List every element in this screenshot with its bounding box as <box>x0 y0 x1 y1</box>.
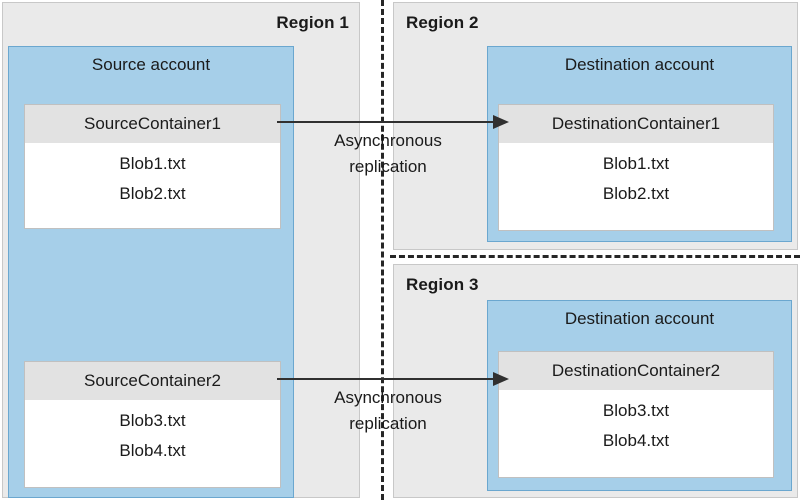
destination-container-1-blob-list: Blob1.txt Blob2.txt <box>499 143 773 209</box>
horizontal-region-divider <box>390 255 800 258</box>
source-container-1-name: SourceContainer1 <box>25 105 280 143</box>
source-container-2-box: SourceContainer2 Blob3.txt Blob4.txt <box>24 361 281 488</box>
destination-account-3-box: Destination account DestinationContainer… <box>487 300 792 491</box>
blob-item: Blob2.txt <box>119 184 186 203</box>
replication-caption-2-line1: Asynchronous <box>334 388 442 407</box>
blob-item: Blob4.txt <box>119 441 186 460</box>
blob-item: Blob1.txt <box>602 154 670 173</box>
region-2-label: Region 2 <box>406 13 479 32</box>
source-container-1-box: SourceContainer1 Blob1.txt Blob2.txt <box>24 104 281 229</box>
region-3-panel: Region 3 Destination account Destination… <box>393 264 798 498</box>
source-container-2-name: SourceContainer2 <box>25 362 280 400</box>
destination-container-2-blob-list: Blob3.txt Blob4.txt <box>499 390 773 456</box>
region-2-panel: Region 2 Destination account Destination… <box>393 2 798 250</box>
replication-caption-2-line2: replication <box>349 414 427 433</box>
replication-arrow-2-icon <box>277 372 509 386</box>
region-1-label: Region 1 <box>276 13 349 32</box>
replication-caption-2: Asynchronous replication <box>288 385 488 437</box>
destination-account-3-title: Destination account <box>564 309 715 328</box>
region-3-label: Region 3 <box>406 275 479 294</box>
vertical-region-divider <box>381 0 384 500</box>
destination-account-2-title: Destination account <box>564 55 715 74</box>
blob-item: Blob2.txt <box>602 184 670 203</box>
destination-container-2-box: DestinationContainer2 Blob3.txt Blob4.tx… <box>498 351 774 478</box>
destination-container-1-box: DestinationContainer1 Blob1.txt Blob2.tx… <box>498 104 774 231</box>
destination-container-2-name: DestinationContainer2 <box>499 352 773 390</box>
replication-caption-1-line1: Asynchronous <box>334 131 442 150</box>
replication-arrow-1-icon <box>277 115 509 129</box>
region-1-panel: Region 1 Source account SourceContainer1… <box>2 2 360 498</box>
destination-container-1-name: DestinationContainer1 <box>499 105 773 143</box>
source-container-1-blob-list: Blob1.txt Blob2.txt <box>25 143 280 209</box>
source-account-title: Source account <box>91 55 211 74</box>
replication-caption-1-line2: replication <box>349 157 427 176</box>
source-container-2-blob-list: Blob3.txt Blob4.txt <box>25 400 280 466</box>
destination-account-2-box: Destination account DestinationContainer… <box>487 46 792 242</box>
replication-caption-1: Asynchronous replication <box>288 128 488 180</box>
source-account-box: Source account SourceContainer1 Blob1.tx… <box>8 46 294 498</box>
blob-item: Blob4.txt <box>602 431 670 450</box>
blob-item: Blob3.txt <box>119 411 186 430</box>
blob-item: Blob3.txt <box>602 401 670 420</box>
blob-item: Blob1.txt <box>119 154 186 173</box>
